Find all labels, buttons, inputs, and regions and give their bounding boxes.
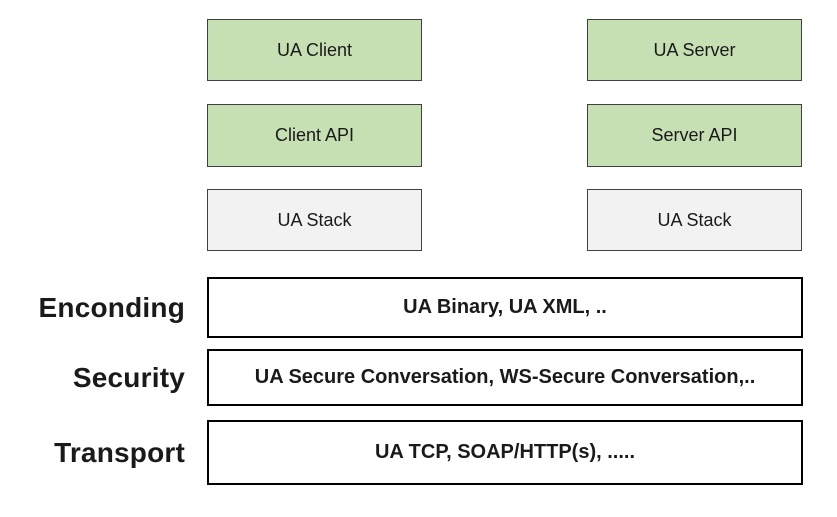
encoding-layer-content: UA Binary, UA XML, .. bbox=[403, 296, 607, 318]
server-api-box: Server API bbox=[587, 104, 802, 167]
encoding-layer-box: UA Binary, UA XML, .. bbox=[207, 277, 803, 338]
transport-layer-box: UA TCP, SOAP/HTTP(s), ..... bbox=[207, 420, 803, 485]
ua-client-label: UA Client bbox=[276, 39, 353, 60]
ua-stack-server-label: UA Stack bbox=[657, 209, 732, 230]
transport-layer-content: UA TCP, SOAP/HTTP(s), ..... bbox=[374, 441, 636, 463]
ua-server-box: UA Server bbox=[587, 19, 802, 81]
client-api-box: Client API bbox=[207, 104, 422, 167]
client-api-label: Client API bbox=[274, 125, 355, 145]
security-layer-box: UA Secure Conversation, WS-Secure Conver… bbox=[207, 349, 803, 406]
ua-stack-client-label: UA Stack bbox=[277, 209, 352, 230]
ua-client-box: UA Client bbox=[207, 19, 422, 81]
ua-stack-client-box: UA Stack bbox=[207, 189, 422, 251]
ua-server-label: UA Server bbox=[653, 39, 736, 60]
security-layer-label: Security bbox=[72, 361, 185, 393]
ua-stack-server-box: UA Stack bbox=[587, 189, 802, 251]
transport-layer-label: Transport bbox=[54, 436, 185, 468]
encoding-layer-label: Enconding bbox=[38, 291, 185, 323]
security-layer-content: UA Secure Conversation, WS-Secure Conver… bbox=[254, 366, 756, 388]
server-api-label: Server API bbox=[651, 125, 738, 145]
